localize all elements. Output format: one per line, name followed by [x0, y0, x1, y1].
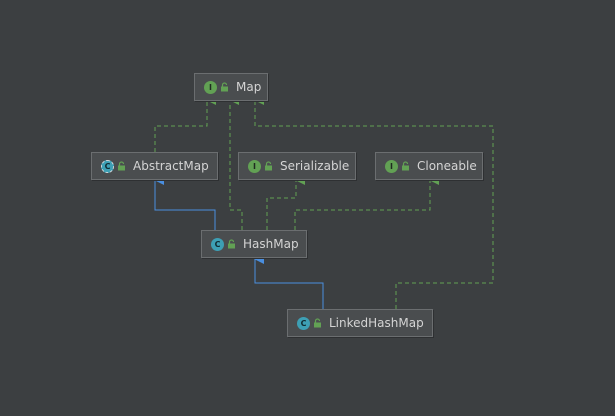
access-icon — [118, 161, 125, 171]
class-icon: C — [297, 316, 310, 330]
edge-hashmap-implements-cloneable — [294, 175, 439, 230]
edge-linkedhashmap-extends-hashmap — [254, 254, 324, 309]
edge-abstractmap-implements-map — [154, 95, 216, 152]
node-label: Serializable — [280, 159, 350, 173]
node-cloneable[interactable]: I Cloneable — [375, 152, 483, 180]
node-abstractmap[interactable]: C AbstractMap — [91, 152, 218, 180]
interface-icon: I — [204, 80, 217, 94]
access-icon — [228, 239, 235, 249]
edge-hashmap-implements-map — [229, 95, 243, 230]
edge-hashmap-extends-abstractmap — [154, 175, 216, 230]
node-label: Map — [236, 80, 262, 94]
node-map[interactable]: I Map — [194, 73, 268, 101]
node-serializable[interactable]: I Serializable — [238, 152, 356, 180]
edge-linkedhashmap-implements-map — [254, 95, 494, 309]
node-label: LinkedHashMap — [329, 316, 424, 330]
node-hashmap[interactable]: C HashMap — [201, 230, 307, 258]
interface-icon: I — [248, 159, 261, 173]
node-label: AbstractMap — [133, 159, 209, 173]
access-icon — [314, 318, 321, 328]
edge-hashmap-implements-serializable — [266, 175, 305, 230]
interface-icon: I — [385, 159, 398, 173]
access-icon — [221, 82, 228, 92]
class-icon: C — [211, 237, 224, 251]
node-linkedhashmap[interactable]: C LinkedHashMap — [287, 309, 433, 337]
abstract-class-icon: C — [101, 159, 114, 173]
node-label: Cloneable — [417, 159, 477, 173]
access-icon — [402, 161, 409, 171]
access-icon — [265, 161, 272, 171]
node-label: HashMap — [243, 237, 299, 251]
